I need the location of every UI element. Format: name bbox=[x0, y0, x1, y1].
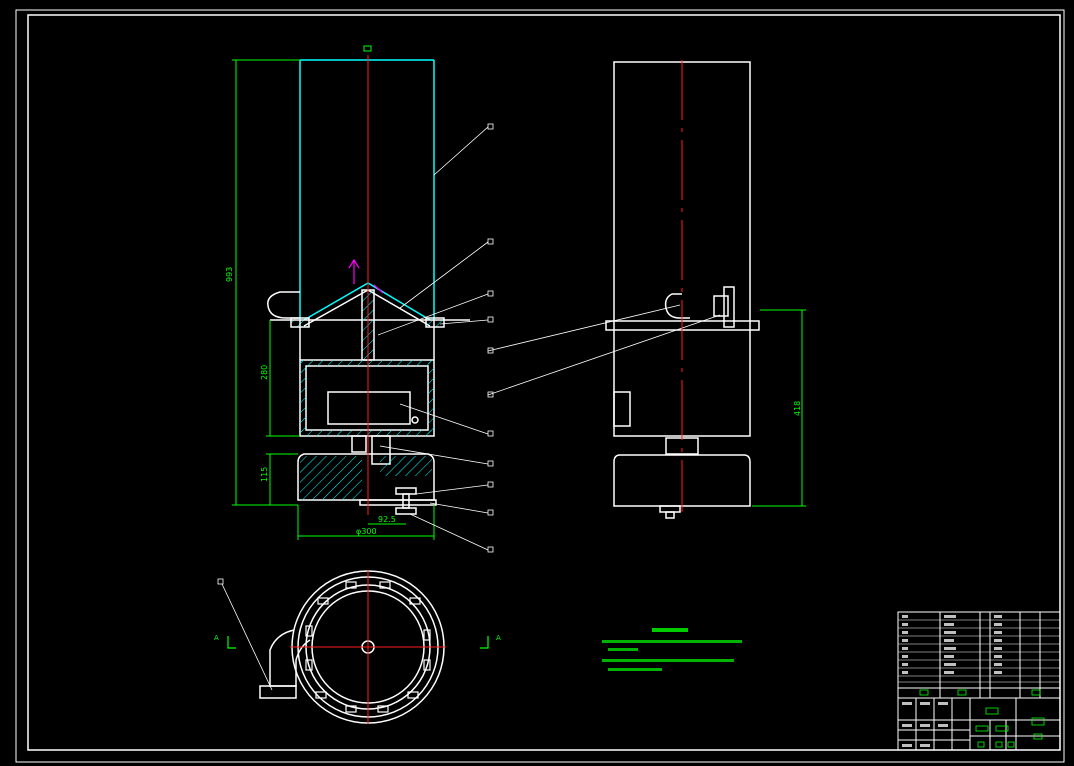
dim-right-height: 418 bbox=[793, 401, 802, 416]
title-block-marks bbox=[919, 689, 1045, 748]
front-view bbox=[267, 59, 470, 515]
title-block-rows bbox=[898, 619, 1060, 683]
part-balloons bbox=[487, 123, 494, 553]
section-marker-right: A bbox=[496, 634, 501, 642]
dim-diameter: φ300 bbox=[356, 527, 377, 536]
side-dimensions bbox=[752, 309, 806, 507]
top-marker bbox=[363, 45, 372, 52]
section-marker-left: A bbox=[214, 634, 219, 642]
title-block-text-marks bbox=[902, 615, 1002, 747]
top-view-slots bbox=[305, 581, 431, 713]
dim-offset: 92.5 bbox=[378, 515, 396, 524]
dim-total-height: 993 bbox=[225, 267, 234, 282]
inner-border bbox=[27, 14, 1061, 751]
top-view-leader bbox=[221, 583, 273, 691]
top-view-centerlines bbox=[290, 570, 446, 724]
title-block bbox=[897, 611, 1061, 751]
section-markers bbox=[227, 636, 489, 649]
flow-arrow bbox=[348, 258, 384, 294]
technical-notes bbox=[602, 628, 742, 671]
leader-lines bbox=[377, 126, 721, 551]
dim-base-height: 115 bbox=[260, 467, 269, 482]
dim-section-height: 280 bbox=[260, 365, 269, 380]
outer-border bbox=[15, 9, 1065, 763]
top-view-balloon bbox=[217, 578, 224, 585]
front-dimensions bbox=[232, 59, 435, 540]
